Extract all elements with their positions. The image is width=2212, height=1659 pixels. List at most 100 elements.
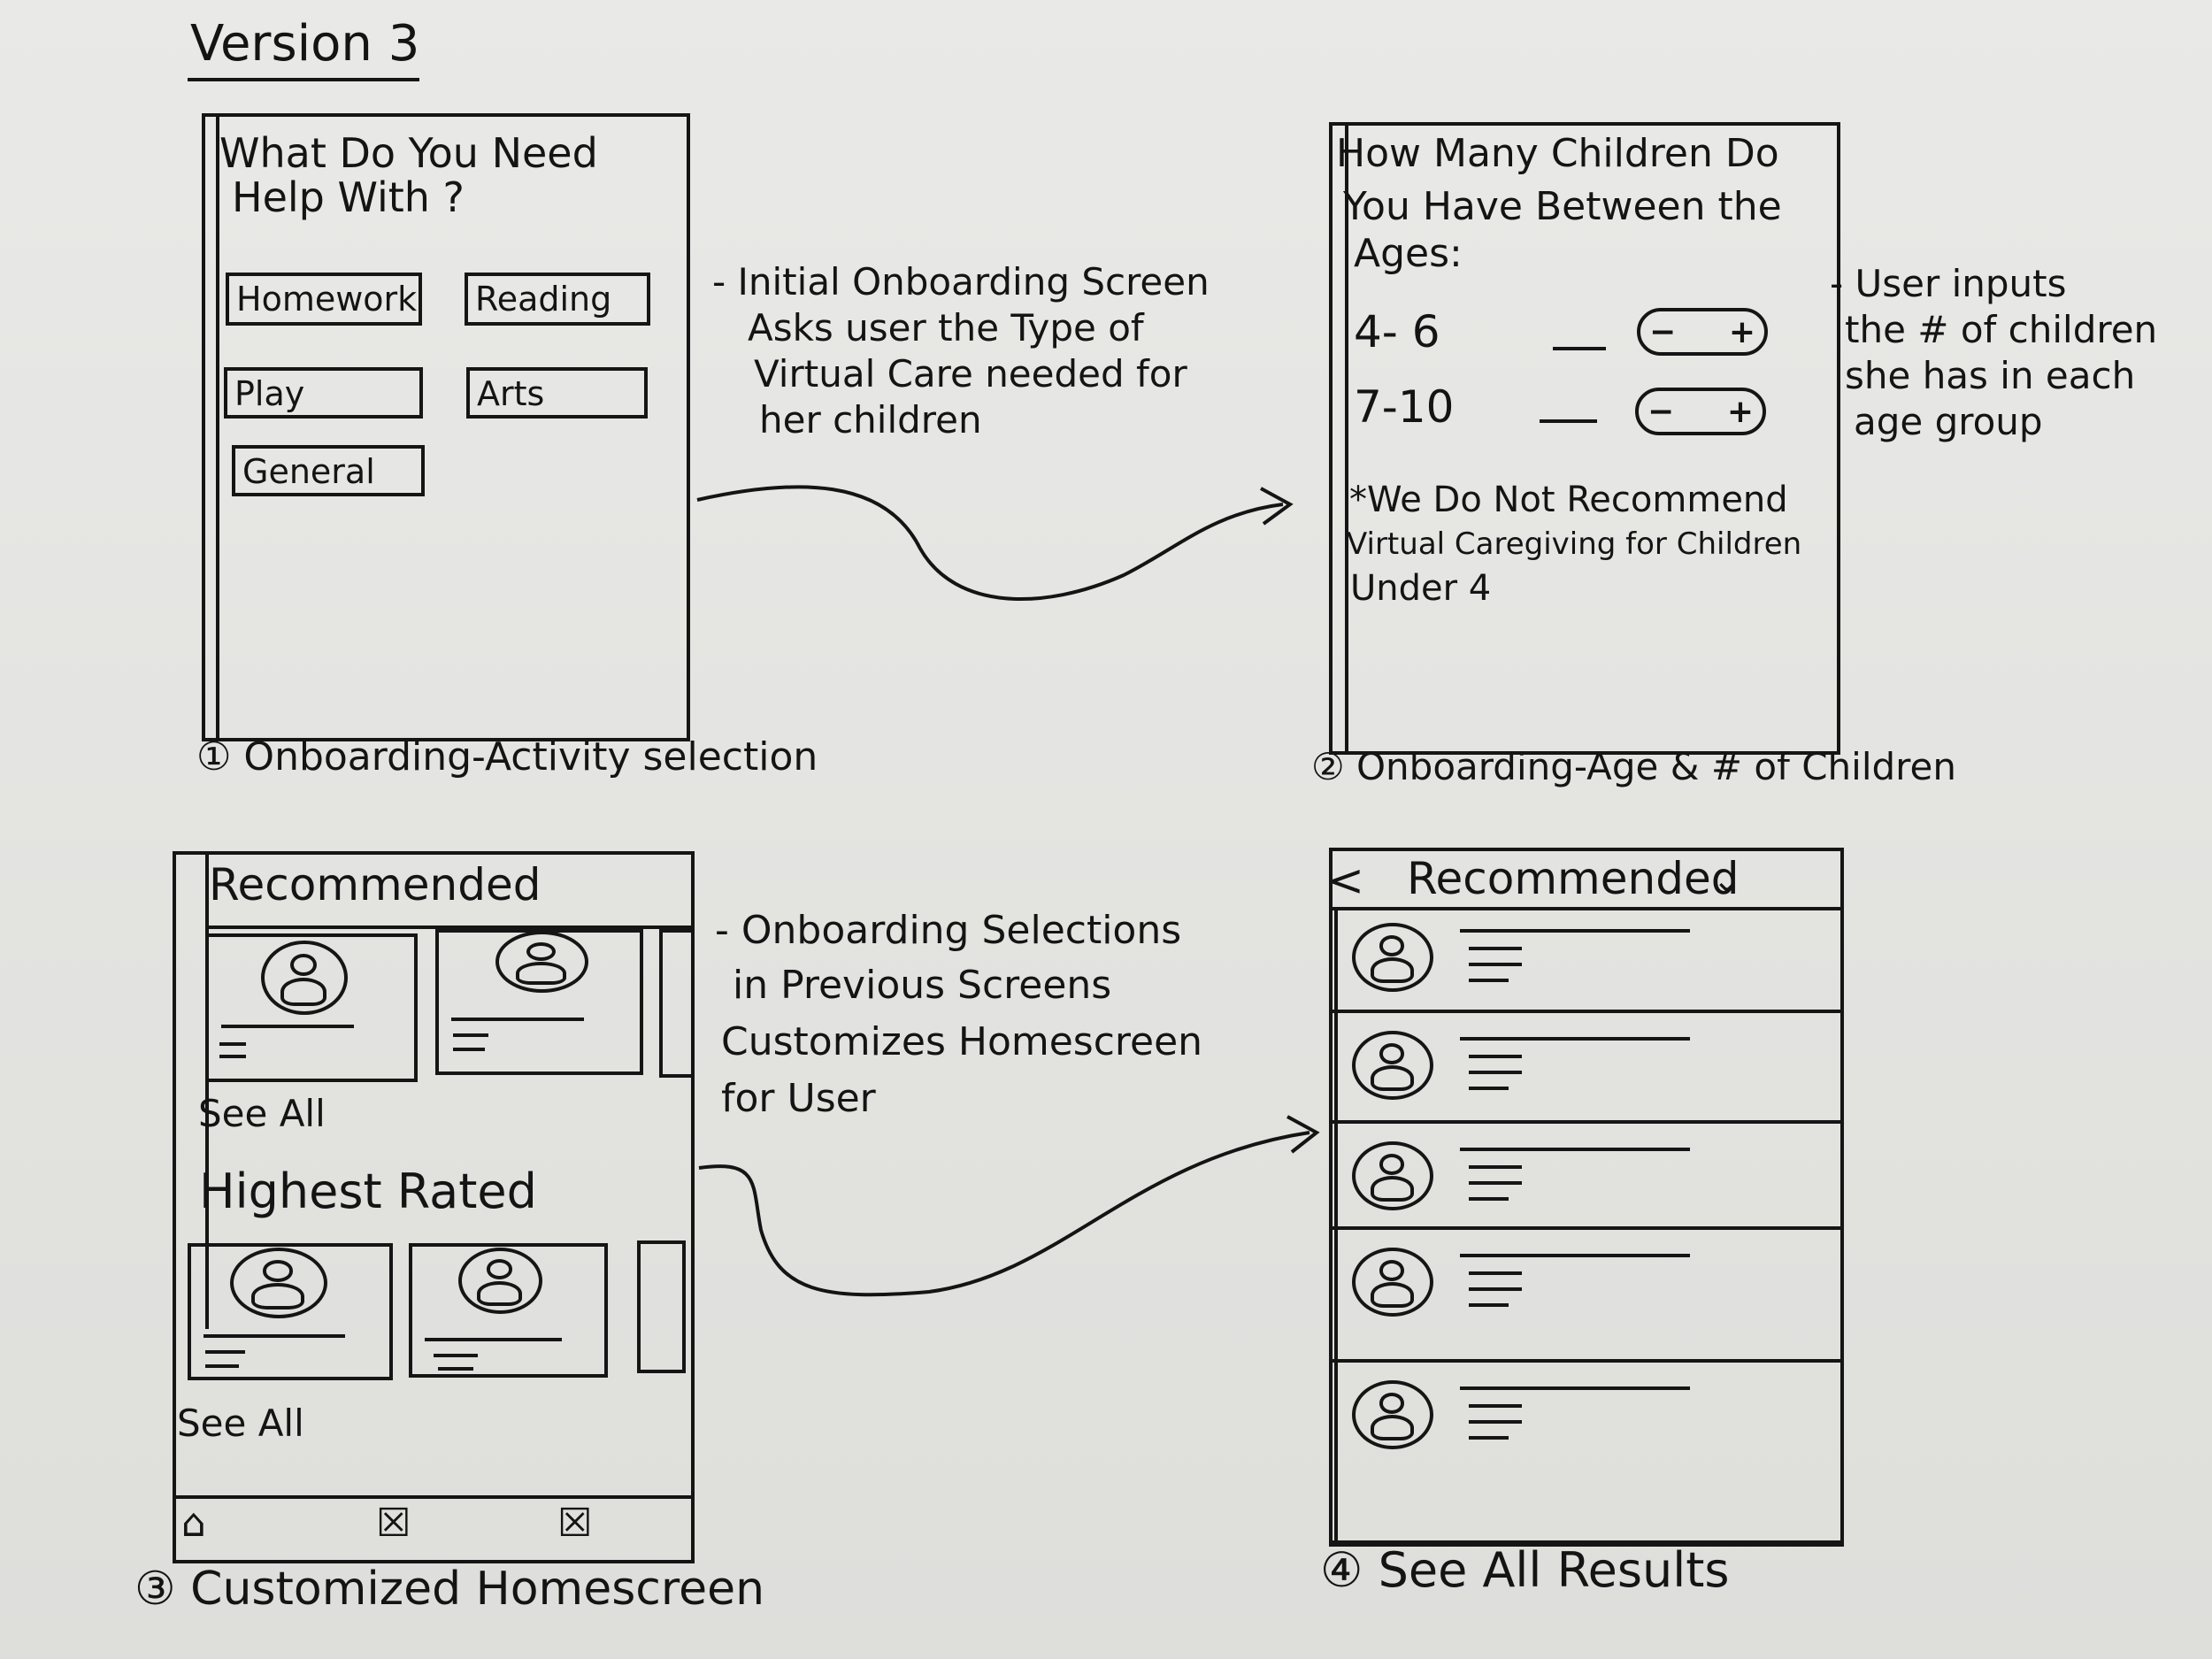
back-chevron-icon[interactable]: < (1327, 855, 1364, 906)
note-2-line-3: she has in each (1845, 354, 2136, 397)
option-homework-button[interactable]: Homework (226, 273, 422, 326)
recommended-divider (205, 926, 695, 929)
recommended-card-partial[interactable] (659, 929, 695, 1078)
card-text-line (221, 1025, 354, 1028)
disclaimer-line-3: Under 4 (1350, 568, 1492, 609)
result-row[interactable] (1329, 1234, 1844, 1363)
note-2-line-2: the # of children (1845, 308, 2158, 351)
note-2-line-1: - User inputs (1830, 262, 2067, 305)
result-text-line (1469, 1436, 1509, 1440)
screen-2-heading-line-1: How Many Children Do (1336, 131, 1779, 176)
avatar-icon (458, 1248, 542, 1314)
age-row-2-plus-button[interactable]: + (1726, 393, 1754, 430)
recommended-card[interactable] (205, 933, 418, 1082)
highest-rated-card-partial[interactable] (637, 1240, 686, 1373)
note-3-line-2: in Previous Screens (733, 963, 1112, 1008)
screen-2-heading-line-3: Ages: (1354, 231, 1463, 276)
home-icon[interactable]: ⌂ (181, 1501, 206, 1546)
avatar-icon (1352, 1031, 1433, 1100)
result-text-line (1469, 979, 1509, 982)
avatar-icon (1352, 1248, 1433, 1317)
note-3-line-4: for User (721, 1076, 876, 1121)
disclaimer-line-2: Virtual Caregiving for Children (1347, 526, 1802, 562)
age-row-1-minus-button[interactable]: − (1649, 313, 1677, 350)
result-text-line (1469, 1165, 1522, 1169)
screen-1-inner-edge (216, 113, 219, 741)
result-text-line (1460, 1254, 1690, 1257)
page-title: Version 3 (190, 15, 420, 73)
screen-2-heading-line-2: You Have Between the (1343, 184, 1782, 229)
dropdown-chevron-icon[interactable]: ⌄ (1712, 860, 1742, 901)
card-text-line (205, 1364, 239, 1368)
card-text-line (453, 1033, 488, 1037)
card-text-line (219, 1042, 246, 1046)
x-box-icon[interactable]: ☒ (557, 1501, 593, 1546)
age-row-1-plus-button[interactable]: + (1728, 313, 1755, 350)
avatar-icon (1352, 923, 1433, 992)
screen-3-frame (173, 851, 695, 1563)
result-text-line (1469, 947, 1522, 950)
note-3-line-1: - Onboarding Selections (715, 908, 1182, 953)
result-text-line (1469, 1087, 1509, 1090)
result-text-line (1469, 1197, 1509, 1201)
result-text-line (1469, 1271, 1522, 1275)
note-3-line-3: Customizes Homescreen (721, 1019, 1203, 1064)
result-text-line (1469, 1404, 1522, 1408)
age-row-2-minus-button[interactable]: − (1647, 393, 1675, 430)
bottom-nav-divider (173, 1495, 695, 1499)
result-text-line (1460, 929, 1690, 933)
card-text-line (451, 1018, 584, 1021)
screen-3-caption: ③ Customized Homescreen (134, 1563, 765, 1616)
result-row[interactable] (1329, 1367, 1844, 1544)
option-reading-button[interactable]: Reading (465, 273, 650, 326)
screen-1-heading-line-2: Help With ? (232, 173, 465, 221)
card-text-line (425, 1338, 562, 1341)
result-text-line (1460, 1386, 1690, 1390)
card-text-line (453, 1048, 485, 1051)
card-text-line (205, 1350, 245, 1354)
note-1-line-2: Asks user the Type of (748, 306, 1144, 349)
disclaimer-line-1: *We Do Not Recommend (1349, 480, 1788, 520)
card-text-line (219, 1055, 246, 1058)
screen-2-inner-edge (1345, 122, 1348, 755)
result-row[interactable] (1329, 910, 1844, 1013)
section-recommended-title: Recommended (209, 859, 541, 910)
result-text-line (1460, 1148, 1690, 1151)
result-text-line (1469, 1303, 1509, 1307)
age-row-2-stepper[interactable]: − + (1635, 388, 1766, 435)
result-row[interactable] (1329, 1018, 1844, 1124)
age-row-1-label: 4- 6 (1354, 306, 1440, 357)
result-text-line (1469, 1287, 1522, 1291)
avatar-icon (1352, 1141, 1433, 1210)
option-arts-button[interactable]: Arts (466, 367, 648, 419)
results-header-divider (1329, 907, 1844, 910)
result-text-line (1469, 1420, 1522, 1424)
option-play-button[interactable]: Play (224, 367, 423, 419)
age-row-1-count-blank (1553, 347, 1606, 350)
avatar-icon (495, 931, 588, 993)
result-text-line (1460, 1037, 1690, 1041)
result-text-line (1469, 1181, 1522, 1185)
arrow-1-to-2 (696, 485, 1284, 601)
option-general-button[interactable]: General (232, 445, 425, 496)
note-2-line-4: age group (1854, 400, 2043, 443)
screen-2-frame (1329, 122, 1840, 755)
highest-rated-card[interactable] (409, 1243, 608, 1378)
x-box-icon[interactable]: ☒ (376, 1501, 411, 1546)
card-text-line (204, 1334, 345, 1338)
avatar-icon (261, 941, 348, 1015)
results-title: Recommended (1407, 853, 1740, 904)
avatar-icon (1352, 1380, 1433, 1449)
arrow-3-head (1286, 1115, 1320, 1154)
card-text-line (434, 1354, 478, 1357)
note-1-line-1: - Initial Onboarding Screen (712, 260, 1210, 303)
result-row[interactable] (1329, 1128, 1844, 1230)
see-all-highest-rated-link[interactable]: See All (177, 1402, 304, 1445)
result-text-line (1469, 1071, 1522, 1074)
see-all-recommended-link[interactable]: See All (198, 1092, 326, 1135)
highest-rated-card[interactable] (188, 1243, 393, 1380)
screen-2-caption: ② Onboarding-Age & # of Children (1311, 745, 1956, 788)
note-1-line-4: her children (759, 398, 982, 442)
age-row-1-stepper[interactable]: − + (1637, 308, 1768, 356)
